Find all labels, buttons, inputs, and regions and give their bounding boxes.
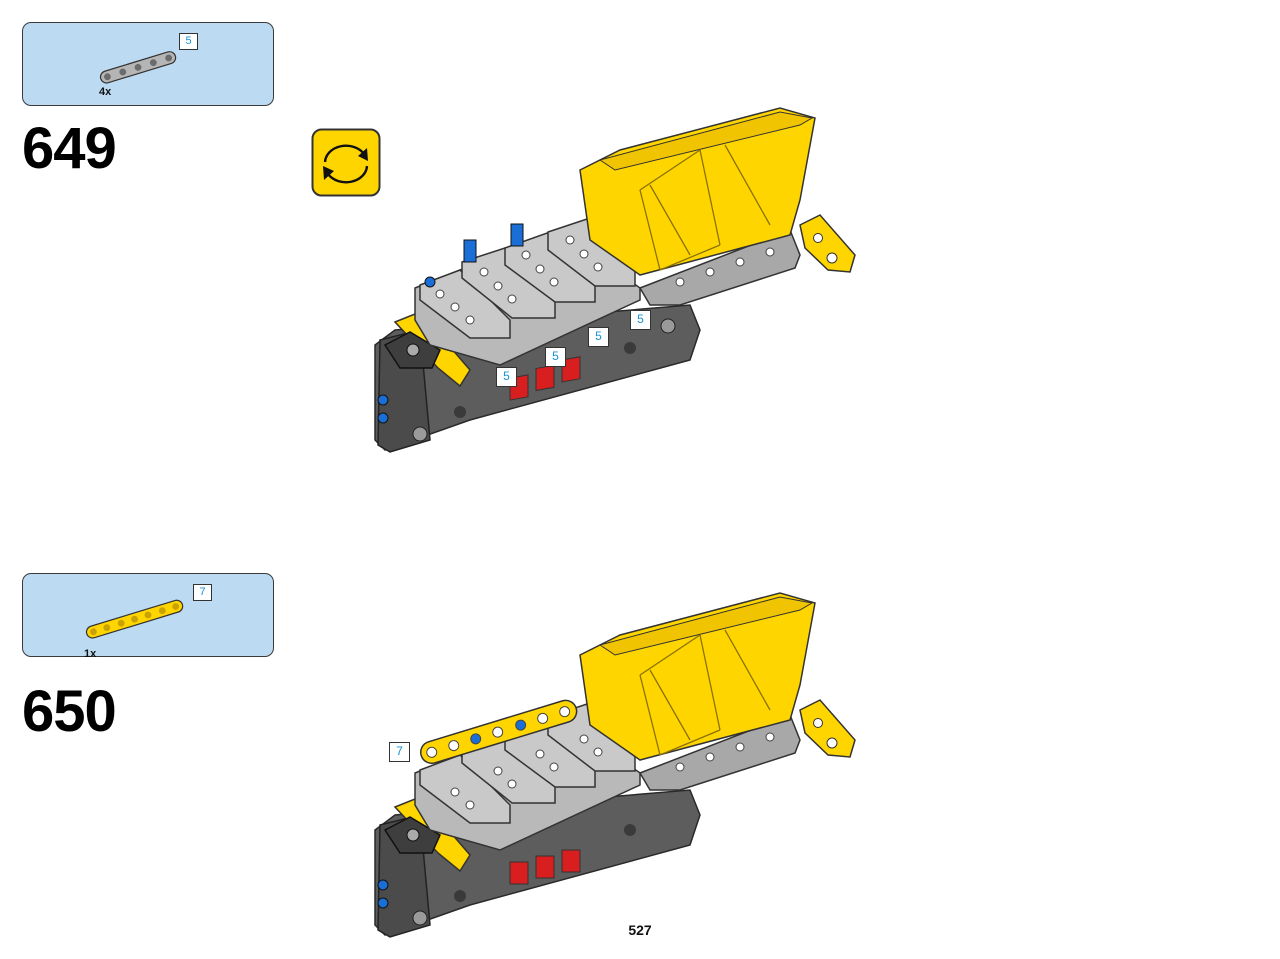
part-callout: 5 [545, 347, 566, 367]
model-assembly-649 [374, 107, 856, 453]
part-callout: 5 [496, 367, 517, 387]
part-length-label: 7 [193, 584, 212, 601]
part-length-label: 5 [179, 33, 198, 50]
yellow-liftarm-7-icon [85, 599, 184, 639]
model-assembly-650 [374, 592, 856, 938]
part-callout: 5 [630, 310, 651, 330]
parts-list-box: 7 1x [22, 573, 274, 660]
grey-liftarm-5-icon [99, 51, 177, 84]
page-number: 527 [628, 922, 652, 938]
part-quantity: 1x [84, 648, 97, 660]
part-callout: 7 [389, 742, 410, 762]
parts-list-box: 5 4x [22, 22, 274, 106]
part-callout: 5 [588, 327, 609, 347]
step-number: 649 [22, 116, 117, 181]
part-quantity: 4x [99, 86, 112, 98]
rotate-model-icon [311, 128, 381, 197]
step-number: 650 [22, 679, 117, 744]
